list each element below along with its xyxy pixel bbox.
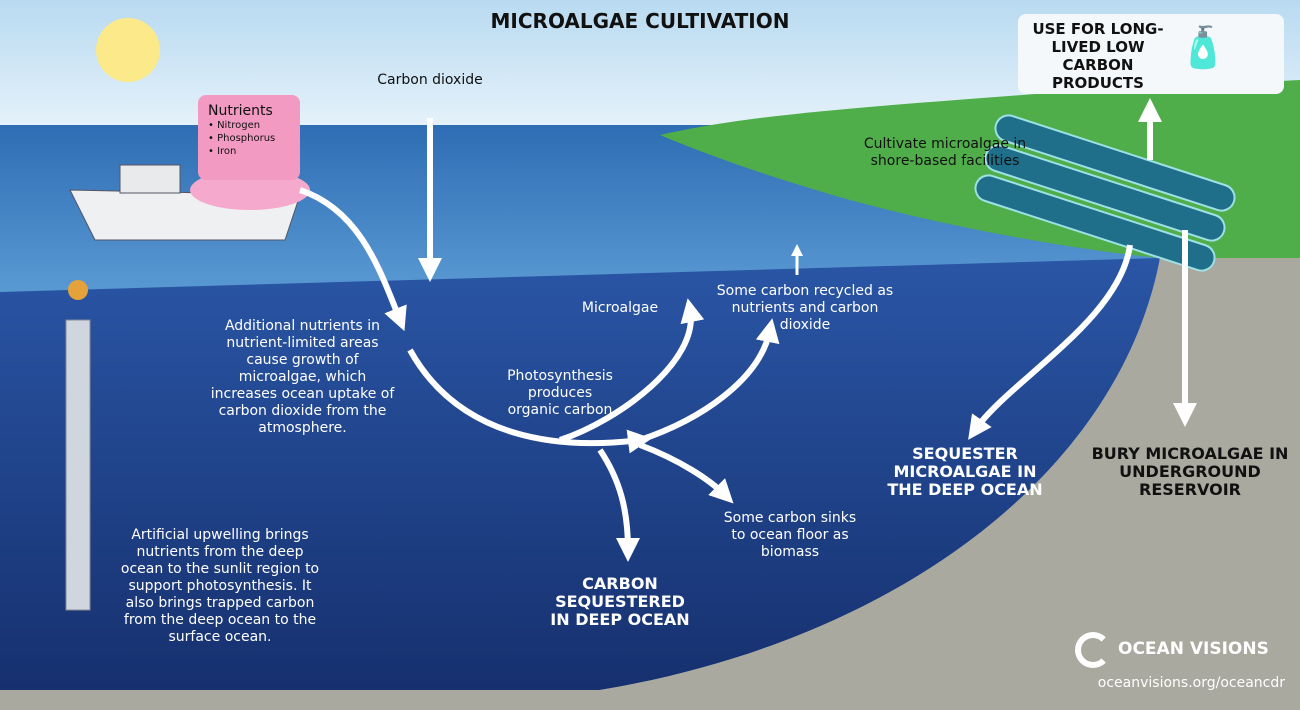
page-title: MICROALGAE CULTIVATION: [490, 9, 790, 33]
deep-ocean: [0, 258, 1160, 690]
cultivation-ponds: [974, 114, 1236, 272]
microalgae-label: Microalgae: [581, 300, 659, 316]
sinks-label: Some carbon sinks to ocean floor as biom…: [723, 510, 857, 560]
bury-label: BURY MICROALGAE IN UNDERGROUND RESERVOIR: [1091, 444, 1289, 499]
ocean-visions-logo: [1075, 632, 1111, 668]
use-products-label: USE FOR LONG-LIVED LOW CARBON PRODUCTS: [1032, 20, 1164, 92]
brand-url[interactable]: oceanvisions.org/oceancdr: [1097, 675, 1285, 691]
recycled-label: Some carbon recycled as nutrients and ca…: [716, 283, 894, 333]
additional-nutrients-label: Additional nutrients in nutrient-limited…: [210, 318, 395, 436]
carbon-dioxide-label: Carbon dioxide: [377, 72, 483, 88]
cultivate-label: Cultivate microalgae in shore-based faci…: [863, 136, 1027, 169]
nutrient-item: • Nitrogen: [208, 120, 261, 131]
sequester-microalgae-label: SEQUESTER MICROALGAE IN THE DEEP OCEAN: [887, 444, 1043, 499]
nutrients-heading: Nutrients: [208, 103, 273, 119]
bottles-icon: 🧴: [1178, 25, 1228, 71]
brand-name: OCEAN VISIONS: [1118, 639, 1269, 659]
boat-icon: [69, 164, 310, 241]
nutrients-box: Nutrients • Nitrogen • Phosphorus • Iron: [198, 95, 300, 180]
nutrient-item: • Phosphorus: [208, 133, 276, 144]
carbon-sequestered-label: CARBON SEQUESTERED IN DEEP OCEAN: [550, 574, 690, 629]
nutrient-item: • Iron: [208, 146, 237, 157]
seafloor: [0, 258, 1300, 710]
upwelling-label: Artificial upwelling brings nutrients fr…: [120, 527, 320, 645]
photosynthesis-label: Photosynthesis produces organic carbon: [507, 368, 613, 418]
upwelling-pipe: [65, 280, 91, 611]
products-box: USE FOR LONG-LIVED LOW CARBON PRODUCTS 🧴: [1018, 14, 1284, 94]
sun-icon: [96, 18, 160, 82]
flow-arrows: [299, 98, 1197, 562]
